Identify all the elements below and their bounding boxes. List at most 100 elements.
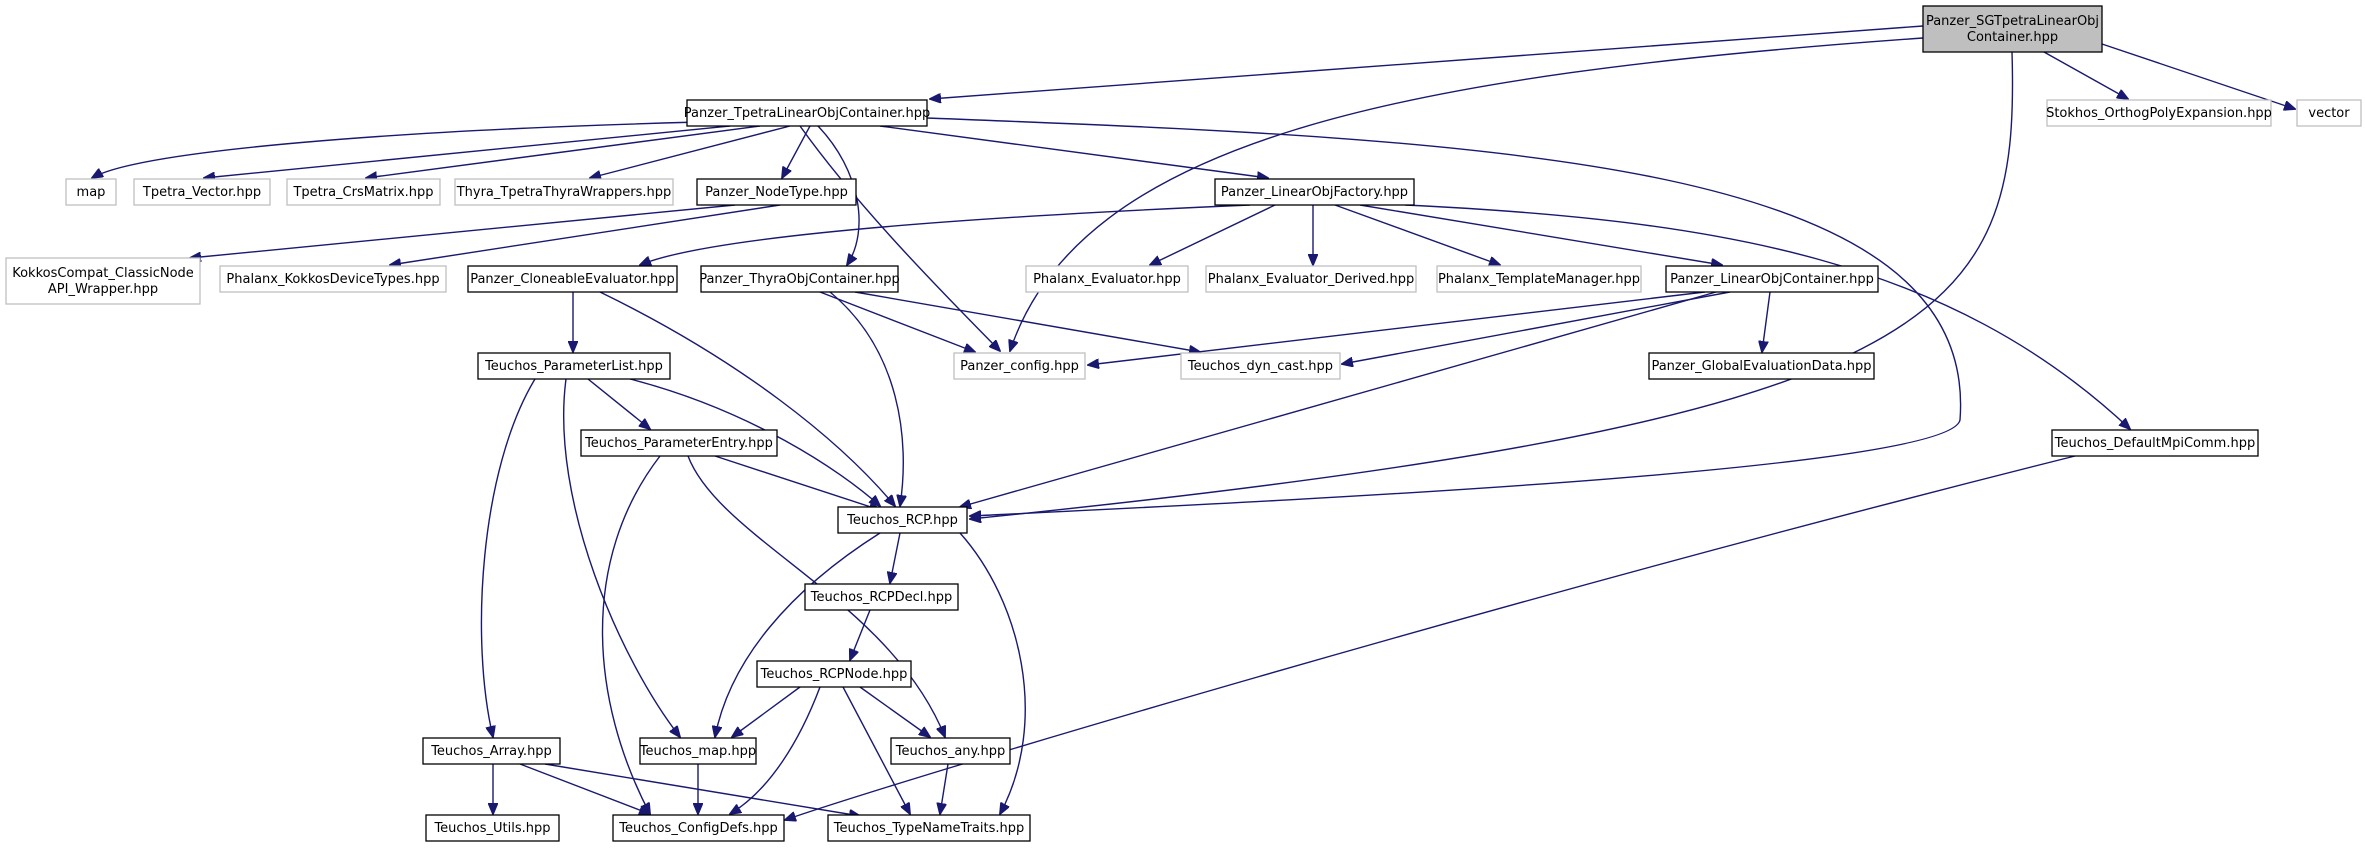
node-dyn-cast: Teuchos_dyn_cast.hpp — [1180, 352, 1341, 380]
node-array[interactable]: Teuchos_Array.hpp — [422, 737, 561, 765]
node-box — [1436, 265, 1642, 293]
nodes-layer: Panzer_SGTpetraLinearObjContainer.hppPan… — [5, 5, 2362, 842]
node-label: Teuchos_any.hpp — [895, 744, 1006, 759]
node-default-mpi[interactable]: Teuchos_DefaultMpiComm.hpp — [2051, 429, 2259, 457]
edge-tloc-to-rcp — [926, 117, 1962, 516]
node-label: Teuchos_RCPNode.hpp — [760, 667, 908, 682]
node-utils[interactable]: Teuchos_Utils.hpp — [425, 814, 560, 842]
node-box — [639, 737, 757, 765]
node-label: Teuchos_Utils.hpp — [433, 821, 550, 836]
node-label: Teuchos_DefaultMpiComm.hpp — [2054, 436, 2255, 451]
node-label: Teuchos_ParameterList.hpp — [484, 359, 663, 374]
node-tpetra-crs: Tpetra_CrsMatrix.hpp — [286, 178, 441, 206]
node-box — [219, 265, 447, 293]
edge-sg-to-vector — [2101, 43, 2295, 109]
edge-lof-to-phalanx-tm — [1334, 204, 1500, 265]
node-box — [65, 178, 117, 206]
edge-tloc-to-tpetra-crs — [366, 125, 761, 178]
node-box — [580, 429, 778, 457]
node-param-entry[interactable]: Teuchos_ParameterEntry.hpp — [580, 429, 778, 457]
node-box — [477, 352, 671, 380]
node-label: Panzer_config.hpp — [960, 359, 1079, 374]
edge-pentry-to-rcp — [714, 455, 880, 510]
node-lof[interactable]: Panzer_LinearObjFactory.hpp — [1214, 178, 1415, 206]
node-global-eval[interactable]: Panzer_GlobalEvaluationData.hpp — [1648, 352, 1875, 380]
edge-loc-to-dyn-cast — [1342, 291, 1731, 364]
node-box — [422, 737, 561, 765]
node-label: Phalanx_Evaluator.hpp — [1033, 272, 1181, 287]
node-label: Panzer_LinearObjContainer.hpp — [1670, 272, 1874, 287]
edge-rcp-to-rcp-decl — [890, 532, 901, 583]
edge-tloc-to-tpetra-vector — [204, 125, 731, 178]
edge-plist-to-teuchos-map — [562, 378, 680, 737]
node-box — [5, 257, 201, 305]
node-label: vector — [2308, 106, 2350, 121]
edge-loc-to-rcp — [960, 291, 1717, 507]
node-type-name[interactable]: Teuchos_TypeNameTraits.hpp — [827, 814, 1031, 842]
edge-rcpnode-to-teuchos-map — [732, 686, 801, 737]
node-label: Stokhos_OrthogPolyExpansion.hpp — [2046, 106, 2272, 121]
node-label: Panzer_SGTpetraLinearObj — [1926, 14, 2099, 29]
node-vector: vector — [2296, 99, 2362, 127]
node-box — [1205, 265, 1417, 293]
edge-tloc-to-lof — [879, 125, 1268, 178]
node-box — [454, 178, 674, 206]
node-label: Phalanx_KokkosDeviceTypes.hpp — [226, 272, 439, 287]
node-any[interactable]: Teuchos_any.hpp — [890, 737, 1011, 765]
node-rcp-node[interactable]: Teuchos_RCPNode.hpp — [756, 660, 912, 688]
node-box — [2046, 99, 2272, 127]
node-label: Panzer_TpetraLinearObjContainer.hpp — [684, 106, 930, 121]
node-phalanx-eval-derived: Phalanx_Evaluator_Derived.hpp — [1205, 265, 1417, 293]
node-param-list[interactable]: Teuchos_ParameterList.hpp — [477, 352, 671, 380]
edge-sg-to-panzer-config — [1010, 37, 1924, 351]
node-cloneable[interactable]: Panzer_CloneableEvaluator.hpp — [467, 265, 678, 293]
edge-default-mpi-to-config-defs — [785, 455, 2076, 820]
edge-tloc-to-map — [92, 121, 701, 178]
node-label: Panzer_NodeType.hpp — [705, 185, 848, 200]
node-box — [1025, 265, 1189, 293]
edge-cloneable-to-rcp — [599, 291, 895, 506]
node-label: Teuchos_ConfigDefs.hpp — [618, 821, 778, 836]
node-box — [612, 814, 785, 842]
node-config-defs[interactable]: Teuchos_ConfigDefs.hpp — [612, 814, 785, 842]
node-box — [2296, 99, 2362, 127]
node-thyra-oc[interactable]: Panzer_ThyraObjContainer.hpp — [699, 265, 900, 293]
node-label: Panzer_LinearObjFactory.hpp — [1221, 185, 1408, 200]
node-box — [2051, 429, 2259, 457]
edge-tloc-to-thyra-wrappers — [590, 125, 791, 178]
node-label: Panzer_GlobalEvaluationData.hpp — [1651, 359, 1871, 374]
edge-rcpdecl-to-rcp-node — [850, 609, 871, 660]
node-label: Container.hpp — [1967, 30, 2058, 45]
node-box — [286, 178, 441, 206]
node-teuchos-map[interactable]: Teuchos_map.hpp — [639, 737, 757, 765]
edge-loc-to-global-eval — [1762, 291, 1771, 352]
edge-thyraoc-to-dyn-cast — [854, 291, 1200, 352]
node-box — [1214, 178, 1415, 206]
node-box — [686, 99, 928, 127]
node-box — [837, 506, 968, 534]
node-node-type[interactable]: Panzer_NodeType.hpp — [696, 178, 857, 206]
node-tpetra-loc[interactable]: Panzer_TpetraLinearObjContainer.hpp — [684, 99, 930, 127]
node-tpetra-vector: Tpetra_Vector.hpp — [133, 178, 271, 206]
node-label: Teuchos_ParameterEntry.hpp — [584, 436, 773, 451]
edge-lof-to-loc — [1359, 204, 1722, 265]
node-label: Panzer_CloneableEvaluator.hpp — [470, 272, 675, 287]
node-box — [425, 814, 560, 842]
node-box — [467, 265, 678, 293]
edge-array-to-config-defs — [519, 763, 650, 814]
node-rcp[interactable]: Teuchos_RCP.hpp — [837, 506, 968, 534]
edge-lof-to-cloneable — [640, 204, 1251, 265]
edge-thyraoc-to-panzer-config — [819, 291, 975, 352]
edge-tloc-to-panzer-config — [799, 125, 1000, 351]
node-rcp-decl[interactable]: Teuchos_RCPDecl.hpp — [804, 583, 959, 611]
node-box — [1648, 352, 1875, 380]
edge-lof-to-phalanx-eval — [1150, 204, 1276, 265]
node-loc[interactable]: Panzer_LinearObjContainer.hpp — [1665, 265, 1879, 293]
node-label: Phalanx_Evaluator_Derived.hpp — [1208, 272, 1414, 287]
node-box — [696, 178, 857, 206]
node-label: KokkosCompat_ClassicNode — [12, 266, 194, 281]
edge-thyraoc-to-rcp — [829, 291, 903, 506]
